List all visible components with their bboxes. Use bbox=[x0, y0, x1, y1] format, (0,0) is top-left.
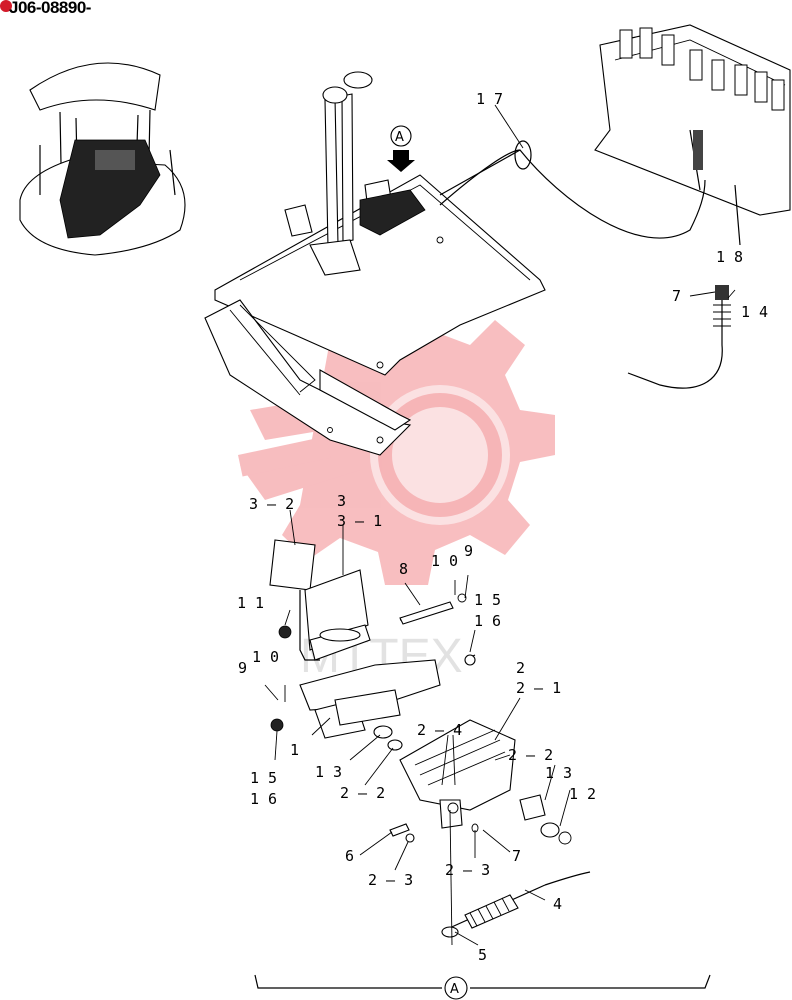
callout-9b: 9 bbox=[238, 659, 247, 677]
callout-18: 1 8 bbox=[716, 248, 743, 266]
callout-labels: 1 7 1 8 7 1 4 3 – 2 3 3 – 1 8 1 0 9 1 5 … bbox=[237, 90, 768, 964]
callout-2-2b: 2 – 2 bbox=[340, 784, 385, 802]
callout-2: 2 bbox=[516, 659, 525, 677]
callout-2-3b: 2 – 3 bbox=[445, 861, 490, 879]
callout-2-2a: 2 – 2 bbox=[508, 746, 553, 764]
svg-text:A: A bbox=[450, 982, 459, 997]
svg-text:A: A bbox=[395, 130, 404, 145]
callout-1: 1 bbox=[290, 741, 299, 759]
callout-2-1: 2 – 1 bbox=[516, 679, 561, 697]
callout-16b: 1 6 bbox=[250, 790, 277, 808]
callout-10b: 1 0 bbox=[252, 648, 279, 666]
callout-9: 9 bbox=[464, 542, 473, 560]
pedal-assembly bbox=[269, 539, 591, 938]
callout-2-3a: 2 – 3 bbox=[368, 871, 413, 889]
callout-16: 1 6 bbox=[474, 612, 501, 630]
callout-13b: 1 3 bbox=[545, 764, 572, 782]
callout-10: 1 0 bbox=[431, 552, 458, 570]
floor-frame bbox=[204, 174, 546, 456]
cables bbox=[439, 140, 731, 389]
callout-15b: 1 5 bbox=[250, 769, 277, 787]
drawing-code: J06-08890- bbox=[9, 0, 91, 17]
callout-13a: 1 3 bbox=[315, 763, 342, 781]
callout-12: 1 2 bbox=[569, 785, 596, 803]
callout-6: 6 bbox=[345, 847, 354, 865]
callout-7b: 7 bbox=[512, 847, 521, 865]
callout-7: 7 bbox=[672, 287, 681, 305]
callout-15: 1 5 bbox=[474, 591, 501, 609]
view-arrow-a: A bbox=[387, 125, 415, 172]
callout-8: 8 bbox=[399, 560, 408, 578]
machine-thumbnail-icon bbox=[19, 62, 186, 256]
callout-11: 1 1 bbox=[237, 594, 264, 612]
control-valve bbox=[594, 24, 791, 246]
watermark-ring-icon bbox=[370, 385, 510, 525]
callout-14: 1 4 bbox=[741, 303, 768, 321]
callout-17: 1 7 bbox=[476, 90, 503, 108]
callout-2-4: 2 – 4 bbox=[417, 721, 462, 739]
callout-5: 5 bbox=[478, 946, 487, 964]
callout-3-1: 3 – 1 bbox=[337, 512, 382, 530]
view-a-bracket: A bbox=[254, 974, 711, 1000]
callout-4: 4 bbox=[553, 895, 562, 913]
control-levers bbox=[284, 71, 521, 276]
callout-3: 3 bbox=[337, 492, 346, 510]
marker-dot-icon bbox=[0, 0, 12, 12]
callout-3-2: 3 – 2 bbox=[249, 495, 294, 513]
leader-lines bbox=[264, 104, 736, 946]
